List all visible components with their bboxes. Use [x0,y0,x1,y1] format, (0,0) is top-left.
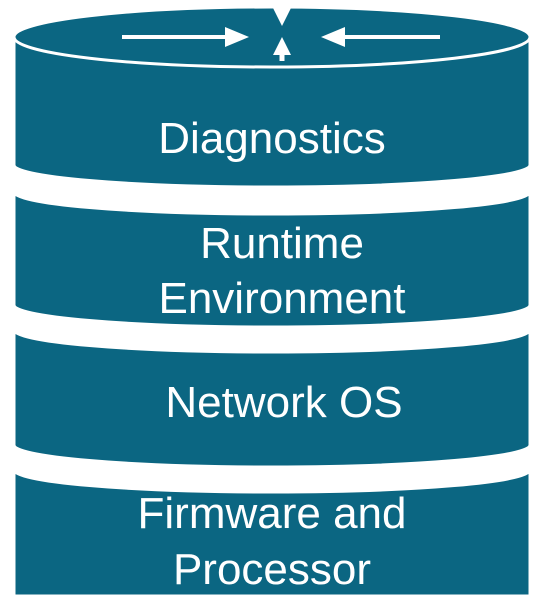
layer-runtime-environment: Runtime Environment [12,191,532,329]
layer-network-os-body [12,329,532,469]
layer-diagnostics-label: Diagnostics [158,114,385,163]
layer-firmware-processor: Firmware and Processor [12,469,532,596]
layer-network-os: Network OS [12,329,532,469]
layer-firmware-processor-label-1: Firmware and [138,489,407,538]
layer-network-os-label: Network OS [165,378,402,427]
layer-runtime-environment-body [12,191,532,329]
top-cap [12,5,532,69]
layer-runtime-environment-label-1: Runtime [200,219,364,268]
layer-firmware-processor-label-2: Processor [173,545,371,594]
layer-diagnostics-body [12,35,532,189]
layer-firmware-processor-body [12,469,532,596]
router-icon [122,4,440,61]
layer-diagnostics: Diagnostics [12,5,532,189]
layer-runtime-environment-label-2: Environment [158,274,405,323]
